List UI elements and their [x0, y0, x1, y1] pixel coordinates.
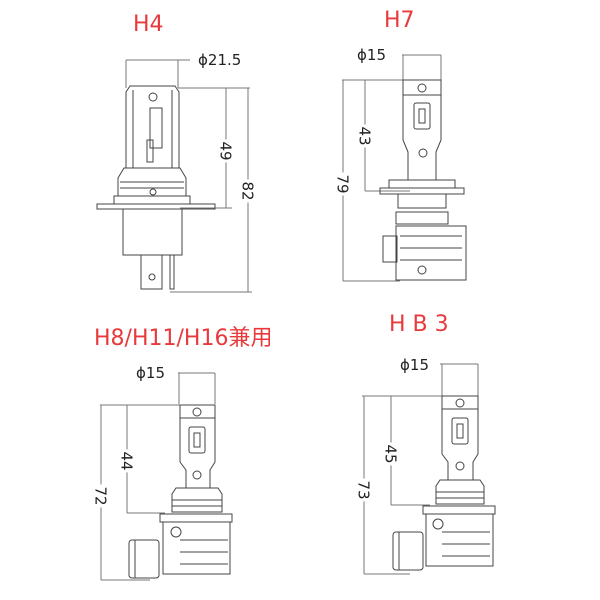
h8-title: H8/H11/H16兼用	[94, 326, 273, 351]
h7-total-height-label: 79	[333, 172, 352, 196]
h8-diameter-label: ϕ15	[136, 364, 165, 382]
h4-led-height-label: 49	[216, 139, 235, 163]
h7-diameter-label: ϕ15	[357, 46, 386, 64]
h8-total-height-label: 72	[91, 484, 110, 508]
h4-total-height-label: 82	[238, 179, 257, 203]
hb3-title: H B 3	[389, 312, 449, 337]
hb3-total-height-label: 73	[354, 478, 373, 502]
hb3-diameter-label: ϕ15	[400, 356, 429, 374]
h8-led-height-label: 44	[117, 449, 136, 473]
hb3-led-height-label: 45	[381, 442, 400, 466]
h7-title: H7	[384, 8, 415, 33]
h4-bulb-drawing	[96, 59, 252, 293]
h4-diameter-label: ϕ21.5	[198, 51, 242, 69]
h8-bulb-drawing	[100, 372, 233, 581]
h7-led-height-label: 43	[355, 124, 374, 148]
hb3-bulb-drawing	[362, 363, 496, 575]
h7-bulb-drawing	[342, 54, 467, 282]
h4-title: H4	[133, 12, 164, 37]
